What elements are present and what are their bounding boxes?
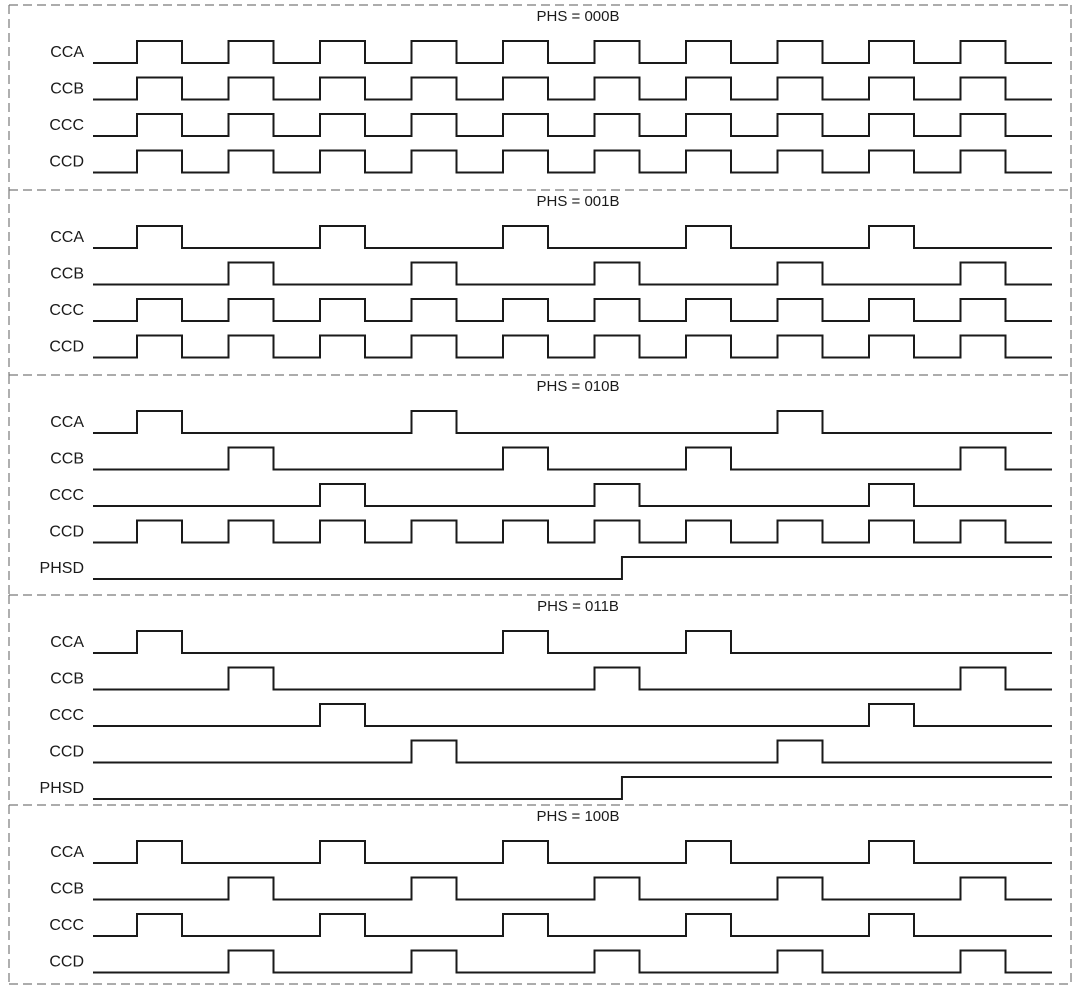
panel-1: PHS = 001B CCA CCB CCC CCD — [8, 189, 1072, 375]
signal-label-ccc: CCC — [49, 707, 84, 724]
panel-title: PHS = 011B — [537, 598, 619, 615]
waveform-cca — [93, 840, 1052, 864]
waveform-ccc — [93, 913, 1052, 937]
signal-label-ccd: CCD — [49, 524, 84, 541]
waveform-cca — [93, 225, 1052, 249]
signal-label-cca: CCA — [50, 844, 84, 861]
signal-label-ccc: CCC — [49, 117, 84, 134]
signal-label-ccc: CCC — [49, 487, 84, 504]
signal-label-cca: CCA — [50, 634, 84, 651]
signal-label-phsd: PHSD — [40, 560, 84, 577]
signal-label-ccc: CCC — [49, 302, 84, 319]
waveform-phsd — [93, 556, 1052, 580]
waveform-ccb — [93, 261, 1052, 286]
waveform-phsd — [93, 776, 1052, 800]
signal-label-ccd: CCD — [49, 154, 84, 171]
signal-label-cca: CCA — [50, 229, 84, 246]
waveform-ccd — [93, 949, 1052, 974]
signal-label-ccd: CCD — [49, 954, 84, 971]
waveform-ccd — [93, 739, 1052, 764]
signal-label-ccd: CCD — [49, 744, 84, 761]
waveform-ccb — [93, 446, 1052, 471]
signal-label-ccb: CCB — [50, 671, 84, 688]
panel-title: PHS = 000B — [537, 8, 620, 25]
panel-3: PHS = 011B CCA CCB CCC CCD PHSD — [8, 594, 1072, 805]
waveform-ccc — [93, 298, 1052, 322]
waveform-ccb — [93, 876, 1052, 901]
waveform-ccc — [93, 113, 1052, 137]
waveform-ccd — [93, 149, 1052, 174]
waveform-ccd — [93, 334, 1052, 359]
signal-label-ccb: CCB — [50, 266, 84, 283]
signal-label-phsd: PHSD — [40, 780, 84, 797]
panel-title: PHS = 100B — [537, 808, 620, 825]
panel-title: PHS = 001B — [537, 193, 620, 210]
signal-label-ccd: CCD — [49, 339, 84, 356]
waveform-cca — [93, 40, 1052, 64]
waveform-cca — [93, 410, 1052, 434]
signal-label-cca: CCA — [50, 44, 84, 61]
signal-label-ccb: CCB — [50, 881, 84, 898]
signal-label-cca: CCA — [50, 414, 84, 431]
waveform-ccb — [93, 666, 1052, 691]
waveform-ccd — [93, 519, 1052, 544]
signal-label-ccb: CCB — [50, 81, 84, 98]
panel-2: PHS = 010B CCA CCB CCC CCD PHSD — [8, 374, 1072, 595]
waveform-ccc — [93, 483, 1052, 507]
waveform-cca — [93, 630, 1052, 654]
signal-label-ccb: CCB — [50, 451, 84, 468]
waveform-ccb — [93, 76, 1052, 101]
panel-title: PHS = 010B — [537, 378, 620, 395]
waveform-ccc — [93, 703, 1052, 727]
panel-4: PHS = 100B CCA CCB CCC CCD — [8, 804, 1072, 984]
panel-0: PHS = 000B CCA CCB CCC CCD — [8, 4, 1072, 190]
signal-label-ccc: CCC — [49, 917, 84, 934]
